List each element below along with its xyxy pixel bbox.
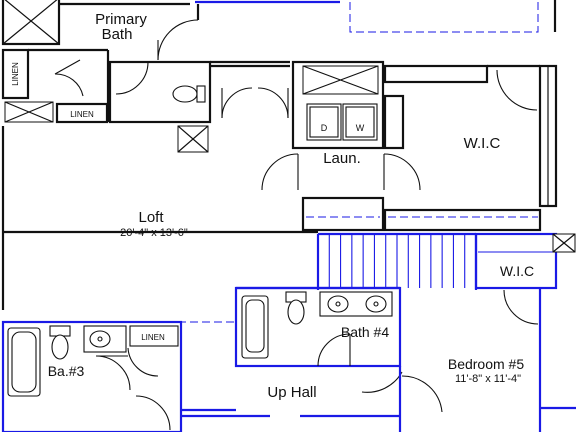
linen-small-label: LINEN (70, 110, 94, 119)
top-walls (1, 0, 557, 46)
dryer-label: D (321, 123, 328, 133)
primary-toilet-room (108, 60, 290, 153)
up-hall (135, 366, 576, 432)
bath-4-label: Bath #4 (341, 324, 389, 340)
bath-4 (234, 286, 402, 368)
bath-3-label: Ba.#3 (48, 363, 85, 379)
linen-vertical-label: LINEN (11, 62, 20, 86)
bedroom-5-label: Bedroom #5 (448, 356, 524, 372)
up-hall-label: Up Hall (267, 384, 316, 401)
bedroom-5-dimensions: 11'-8" x 11'-4" (455, 373, 521, 385)
primary-bath-door (157, 4, 200, 61)
staircase (316, 232, 478, 290)
bath-3 (1, 320, 183, 432)
wic-main-label: W.I.C (464, 135, 501, 152)
stair-treads (328, 234, 466, 288)
primary-bath-label-line1: Primary (95, 11, 147, 28)
double-doors (221, 87, 289, 119)
linen-block (1, 48, 110, 310)
stair-top (3, 196, 385, 234)
washer-label: W (356, 123, 365, 133)
laundry-label: Laun. (323, 150, 361, 167)
primary-bath-label-line2: Bath (102, 26, 133, 43)
wic-main (383, 64, 558, 232)
loft-label: Loft (138, 209, 164, 226)
wic-small-label: W.I.C (500, 263, 534, 279)
linen-lower-label: LINEN (141, 333, 165, 342)
loft-dimensions: 20'-4" x 13'-6" (120, 227, 188, 239)
laundry-room (261, 60, 421, 191)
